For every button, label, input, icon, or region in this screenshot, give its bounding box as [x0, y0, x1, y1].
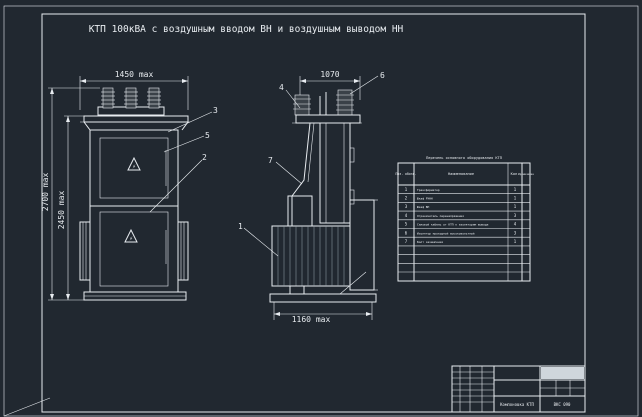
- front-view: 1450 max: [41, 70, 218, 301]
- side-view: 1070: [238, 70, 385, 324]
- spec-row-qty: 3: [514, 230, 517, 235]
- front-height-body-dim: 2450 max: [57, 191, 66, 230]
- spec-row-name: Болт заземления: [417, 240, 443, 244]
- spec-header-qty: Кол.: [511, 172, 520, 176]
- spec-row-pos: 4: [405, 213, 408, 218]
- spec-header-note: Примечание: [518, 172, 534, 176]
- hazard-symbol-upper: ⚡: [132, 164, 136, 171]
- spec-row-pos: 7: [405, 239, 408, 244]
- side-base-dim: 1160 max: [292, 315, 331, 324]
- title-block-sheet: ВКС 090: [554, 402, 571, 407]
- spec-row-name: Шкаф ВН: [417, 205, 429, 209]
- spec-row-pos: 3: [405, 204, 408, 209]
- sheet-outer-frame: [3, 5, 639, 417]
- front-width-dim: 1450 max: [115, 70, 154, 79]
- spec-row-name: Силовой кабель от КТП к изоляторам вывод…: [417, 222, 489, 227]
- spec-row-name: Ограничитель перенапряжения: [417, 214, 464, 218]
- hv-bushings: [97, 87, 165, 116]
- transformer-radiators-side: [271, 225, 351, 287]
- spec-row-name: Трансформатор: [417, 188, 440, 192]
- spec-table-heading: Перечень основного оборудования КТП: [426, 155, 502, 160]
- spec-row-qty: 1: [514, 239, 517, 244]
- callout-5: 5: [205, 131, 210, 140]
- callout-1: 1: [238, 222, 243, 231]
- spec-row-qty: 1: [514, 204, 517, 209]
- spec-rows: 1 Трансформатор 1 2 Шкаф РУНН 1 3 Шкаф ВН 1 4 Огра…: [398, 187, 530, 273]
- hazard-sign-upper: [127, 156, 141, 171]
- spec-row-name: Изолятор проходной высоковольтный: [417, 231, 475, 235]
- spec-row-qty: 1: [514, 187, 517, 192]
- hazard-sign-lower: [124, 228, 138, 243]
- spec-row-name: Шкаф РУНН: [417, 196, 433, 200]
- callout-7: 7: [268, 156, 273, 165]
- callout-4: 4: [279, 83, 284, 92]
- spec-table: Перечень основного оборудования КТП Поз.…: [395, 155, 534, 282]
- spec-row-pos: 6: [405, 230, 408, 235]
- spec-row-pos: 5: [405, 222, 408, 227]
- callout-6: 6: [380, 71, 385, 80]
- spec-header-pos: Поз. обозн.: [395, 171, 416, 176]
- spec-row-qty: 3: [514, 213, 517, 218]
- spec-row-pos: 1: [405, 187, 408, 192]
- transformer-radiators-front: [79, 221, 189, 281]
- spec-row-pos: 2: [405, 195, 408, 200]
- lv-cabinet: [89, 205, 179, 293]
- spec-row-qty: 1: [514, 195, 517, 200]
- hazard-symbol-lower: ⚡: [129, 236, 133, 243]
- front-height-total-dim: 2700 max: [41, 173, 50, 212]
- title-block: Компоновка КТП ВКС 090: [451, 365, 586, 413]
- side-top-dim: 1070: [320, 70, 339, 79]
- spec-row-qty: 4: [514, 222, 517, 227]
- callout-2: 2: [202, 153, 207, 162]
- title-block-name: Компоновка КТП: [500, 402, 534, 407]
- callout-3: 3: [213, 106, 218, 115]
- spec-header-name: Наименование: [448, 172, 474, 176]
- side-cabinet: [319, 122, 351, 224]
- sheet-inner-frame: [41, 13, 586, 413]
- drawing-title: КТП 100кВА с воздушным вводом ВН и возду…: [89, 24, 404, 35]
